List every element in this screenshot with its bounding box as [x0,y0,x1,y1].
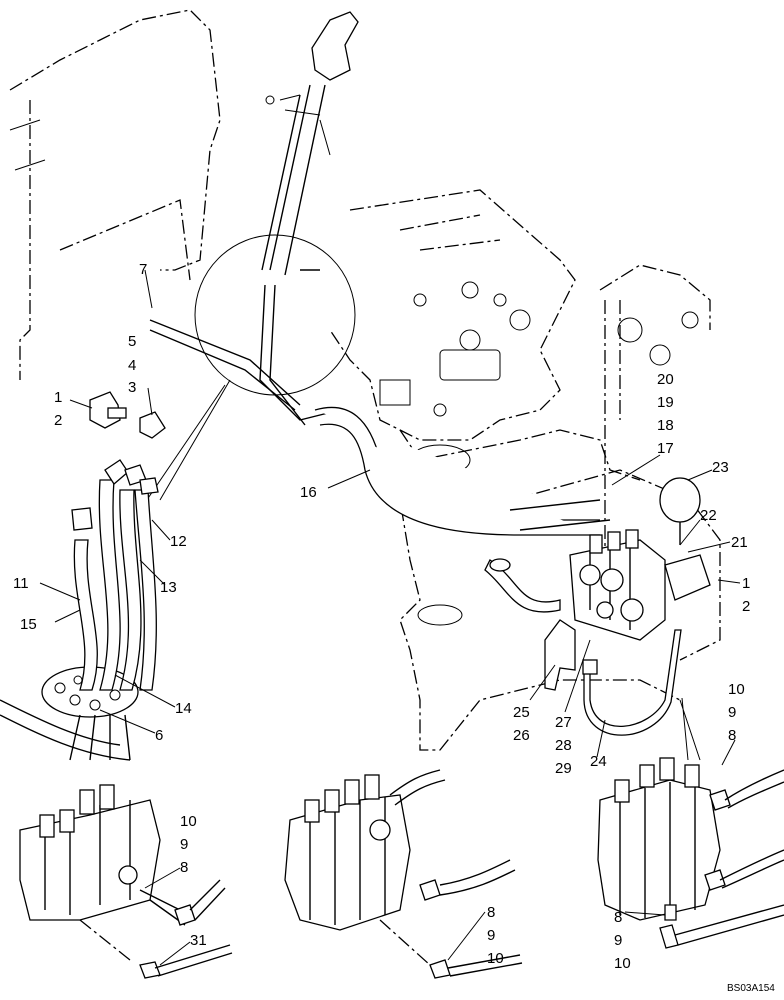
callout-21: 21 [731,534,748,551]
callout-5: 5 [128,333,136,350]
callout-1: 1 [54,389,62,406]
callout-22: 22 [700,507,717,524]
callout-29: 29 [555,760,572,777]
drawing-code: BS03A154 [727,983,775,994]
callout-16: 16 [300,484,317,501]
callout-11: 11 [13,575,29,592]
callout-14: 14 [175,700,192,717]
callout-27: 27 [555,714,572,731]
floor-plate-outline [329,189,576,441]
callout-18: 18 [657,417,674,434]
callouts: 7 5 4 1 3 2 16 12 11 13 15 14 6 20 19 18… [13,261,750,972]
callout-10-a: 10 [728,681,745,698]
callout-9-b: 9 [180,836,188,853]
callout-9-a: 9 [728,704,736,721]
callout-25: 25 [513,704,530,721]
callout-24: 24 [590,753,607,770]
hose-bundle-detail [0,459,159,761]
hose-bundle [149,284,611,536]
callout-6: 6 [155,727,163,744]
callout-9-d: 9 [614,932,622,949]
callout-8-c: 8 [487,904,495,921]
accumulator [659,477,701,545]
callout-23: 23 [712,459,729,476]
fitting-elbow [139,411,166,439]
valve-view-middle [284,769,523,979]
callout-1-valve: 1 [742,575,750,592]
callout-9-c: 9 [487,927,495,944]
callout-4: 4 [128,357,136,374]
fitting-tee [89,391,127,429]
control-valve [569,529,711,641]
callout-8-d: 8 [614,909,622,926]
callout-17: 17 [657,440,674,457]
callout-7: 7 [139,261,147,278]
callout-20: 20 [657,371,674,388]
callout-13: 13 [160,579,177,596]
callout-8-a: 8 [728,727,736,744]
valve-view-right [597,757,784,949]
callout-10-c: 10 [487,950,504,967]
cab-frame-outline [9,9,221,380]
hose-24 [582,629,682,736]
callout-10-b: 10 [180,813,197,830]
callout-2-valve: 2 [742,598,750,615]
detail-circle [194,234,356,396]
callout-19: 19 [657,394,674,411]
callout-28: 28 [555,737,572,754]
valve-view-left [19,784,233,979]
callout-10-d: 10 [614,955,631,972]
leader-lines [39,269,741,966]
callout-26: 26 [513,727,530,744]
callout-12: 12 [170,533,187,550]
callout-15: 15 [20,616,37,633]
callout-2: 2 [54,412,62,429]
callout-31: 31 [190,932,207,949]
callout-3: 3 [128,379,136,396]
joystick-assembly [261,11,359,276]
callout-8-b: 8 [180,859,188,876]
